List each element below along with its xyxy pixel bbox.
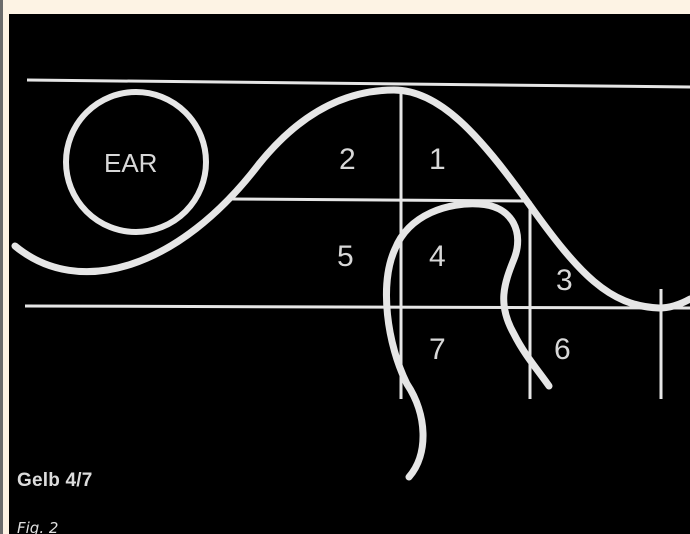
region-label-7: 7 — [429, 333, 446, 366]
panel-label: Gelb 4/7 — [17, 470, 93, 492]
ear-label: EAR — [104, 148, 157, 178]
region-label-2: 2 — [339, 143, 356, 176]
figure-caption: Fig. 2 — [17, 519, 58, 534]
region-label-1: 1 — [429, 143, 446, 176]
middle-horizontal-line — [231, 199, 529, 201]
region-label-3: 3 — [556, 264, 573, 297]
diagram-panel: EAR 2 1 5 4 3 7 6 Gelb 4/7 Fig. 2 — [9, 14, 690, 534]
top-horizontal-line — [27, 80, 690, 87]
bottom-horizontal-line — [25, 306, 690, 308]
diagram-svg: EAR 2 1 5 4 3 7 6 — [9, 14, 690, 534]
region-label-5: 5 — [337, 240, 354, 273]
region-label-6: 6 — [554, 333, 571, 366]
left-border-line — [0, 0, 3, 534]
hook-curve — [386, 204, 549, 477]
region-label-4: 4 — [429, 240, 446, 273]
